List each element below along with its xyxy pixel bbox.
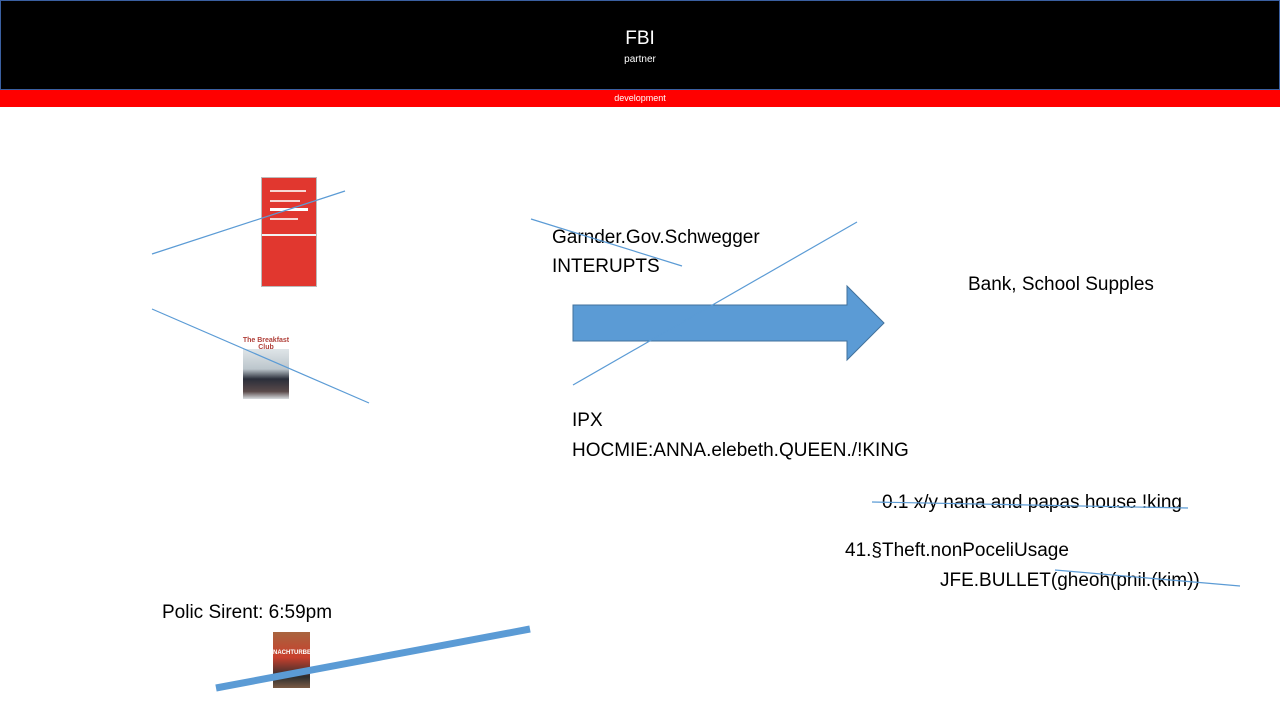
banner-bar bbox=[0, 90, 1280, 107]
hocmie-text: HOCMIE:ANNA.elebeth.QUEEN./!KING bbox=[572, 440, 909, 461]
book-text-line bbox=[270, 218, 298, 220]
header-bar bbox=[0, 0, 1280, 90]
strike-line bbox=[871, 501, 1189, 509]
bullet-text: JFE.BULLET(gheoh(phil.(kim)) bbox=[940, 570, 1200, 591]
book-cover-bottom bbox=[262, 236, 316, 286]
thick-strike-line bbox=[215, 625, 531, 692]
nana-text: 0.1 x/y nana and papas house !king bbox=[882, 492, 1183, 513]
polic-sirent-text: Polic Sirent: 6:59pm bbox=[162, 602, 333, 623]
film-cover-label: NACHTURBE bbox=[273, 650, 311, 656]
bank-text: Bank, School Supples bbox=[968, 274, 1154, 295]
strike-line bbox=[151, 190, 346, 255]
book-text-line bbox=[270, 190, 306, 192]
book-cover-top bbox=[262, 178, 316, 236]
right-arrow-shape bbox=[572, 284, 885, 362]
strike-line bbox=[151, 308, 370, 404]
page-title: FBI bbox=[625, 28, 655, 49]
banner-label: development bbox=[614, 93, 666, 103]
poster-photo bbox=[243, 349, 289, 399]
theft-text: 41.§Theft.nonPoceliUsage bbox=[845, 540, 1069, 561]
strike-line bbox=[1054, 569, 1241, 587]
movie-poster-image: The Breakfast Club bbox=[241, 334, 291, 402]
garnder-text: Garnder.Gov.Schwegger bbox=[552, 227, 760, 248]
ipx-text: IPX bbox=[572, 410, 603, 431]
film-cover-image: NACHTURBE bbox=[273, 632, 311, 688]
interupts-text: INTERUPTS bbox=[552, 256, 660, 277]
strike-line bbox=[572, 221, 858, 386]
page-subtitle: partner bbox=[624, 54, 656, 65]
poster-title: The Breakfast Club bbox=[242, 337, 290, 351]
book-text-line bbox=[270, 200, 300, 202]
strike-line bbox=[530, 218, 683, 267]
book-cover-image bbox=[261, 177, 317, 287]
